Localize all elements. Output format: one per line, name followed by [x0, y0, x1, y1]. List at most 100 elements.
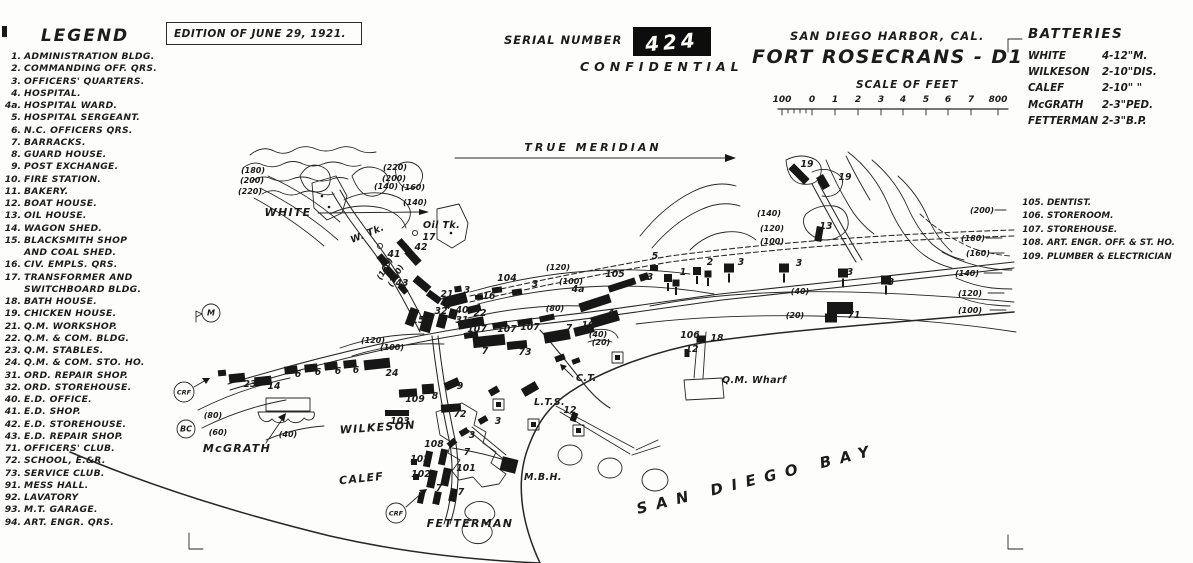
building — [664, 274, 672, 282]
legend-item: 2.COMMANDING OFF. QRS. — [11, 63, 158, 75]
building — [816, 173, 830, 191]
map-label: 17 — [423, 232, 436, 243]
map-label: 2 — [707, 257, 713, 268]
legend-item: 43.E.D. REPAIR SHOP. — [4, 430, 124, 442]
map-label: (140) — [757, 209, 781, 218]
map-label: (80) — [204, 411, 222, 420]
building — [454, 285, 462, 293]
map-label: 7 — [566, 323, 573, 334]
building — [363, 357, 391, 371]
building — [404, 248, 422, 266]
building — [885, 285, 887, 295]
map-label: (120) — [760, 224, 784, 233]
map-label: 16 — [483, 291, 496, 302]
building — [425, 289, 443, 305]
map-label: (220) — [238, 187, 262, 196]
map-label: 40 — [455, 305, 469, 316]
legend-item: 14.WAGON SHED. — [4, 222, 103, 234]
building — [217, 369, 227, 377]
map-label: McGRATH — [203, 442, 271, 455]
legend-items: 1.ADMINISTRATION BLDG.2.COMMANDING OFF. … — [2, 51, 168, 529]
map-label: TRUE MERIDIAN — [524, 141, 661, 154]
building — [477, 415, 489, 425]
building — [413, 474, 419, 480]
edition-text: EDITION OF JUNE 29, 1921. — [174, 27, 347, 40]
boxed-square-icon — [611, 351, 624, 364]
legend-item: SWITCHBOARD BLDG. — [24, 283, 142, 295]
legend-item: 92.LAVATORY — [4, 492, 79, 503]
building — [499, 456, 519, 474]
annex-item: 109.PLUMBER & ELECTRICIAN — [1022, 251, 1172, 262]
scale-tick-label: 100 — [773, 95, 792, 105]
map-label: (80) — [546, 304, 564, 313]
map-label: 41 — [387, 249, 401, 260]
map-label: 3 — [469, 430, 475, 441]
map-label: WHITE — [265, 206, 312, 219]
legend-item: 94.ART. ENGR. QRS. — [4, 516, 115, 528]
map-label: 3 — [888, 277, 894, 288]
building — [463, 331, 479, 339]
map-label: 7 — [436, 483, 443, 494]
oil-tank-icon — [411, 229, 419, 237]
legend-item: 41.E.D. SHOP. — [4, 406, 82, 418]
annex-list: 105.DENTIST.106.STOREROOM.107.STOREHOUSE… — [1020, 197, 1193, 264]
map-label: 102 — [410, 454, 429, 465]
map-label: (120) — [361, 336, 385, 345]
building — [707, 278, 709, 286]
building — [672, 279, 680, 287]
corner-marks — [2, 26, 1024, 550]
legend-item: 9.POST EXCHANGE. — [11, 161, 119, 173]
boxed-square-icon — [492, 398, 505, 411]
scale-tick-label: 2 — [855, 95, 861, 105]
legend-item: 5.HOSPITAL SERGEANT. — [11, 112, 141, 124]
legend-item: AND COAL SHED. — [24, 247, 117, 258]
building — [543, 328, 571, 344]
legend-item: 11.BAKERY. — [4, 185, 69, 197]
building — [491, 286, 503, 294]
map-label: (200) — [240, 176, 264, 185]
map-label: (40) — [791, 287, 809, 296]
map-label: Oil Tk. — [423, 220, 460, 231]
legend-item: 93.M.T. GARAGE. — [4, 504, 98, 516]
building — [440, 467, 452, 487]
building — [573, 323, 595, 337]
station-circle-letter: M — [207, 309, 215, 318]
building — [426, 469, 438, 489]
map-label: 31 — [456, 315, 469, 326]
building — [447, 308, 459, 320]
boxed-square-icon — [527, 418, 540, 431]
building — [675, 287, 677, 295]
building — [435, 313, 449, 329]
map-label: 42 — [414, 242, 428, 253]
building — [382, 265, 400, 283]
map-label: (140) — [374, 182, 398, 191]
map-label: (180) — [241, 166, 265, 175]
map-label: 107 — [497, 324, 517, 335]
building — [437, 448, 449, 466]
building — [788, 163, 810, 185]
scale-tick-label: 5 — [923, 95, 929, 105]
building — [442, 291, 468, 309]
coastline — [69, 311, 1015, 563]
map-label: 72 — [454, 409, 467, 420]
map-label: 6 — [335, 366, 342, 377]
flag-icon — [195, 310, 203, 323]
building — [704, 270, 712, 278]
legend-item: 3.OFFICERS' QUARTERS. — [11, 75, 145, 87]
legend-item: 13.OIL HOUSE. — [4, 210, 87, 222]
building — [448, 487, 458, 503]
map-label: 24 — [386, 368, 399, 379]
map-label: (40) — [279, 430, 297, 439]
building — [842, 278, 844, 288]
building — [554, 353, 566, 363]
legend-title: LEGEND — [40, 26, 130, 46]
building — [422, 450, 434, 468]
legend-item: 42.E.D. STOREHOUSE. — [4, 418, 127, 430]
map-label: 3 — [738, 257, 744, 268]
serial-number-label: SERIAL NUMBER — [504, 33, 623, 47]
building — [284, 365, 298, 375]
map-label: 14 — [268, 381, 281, 392]
